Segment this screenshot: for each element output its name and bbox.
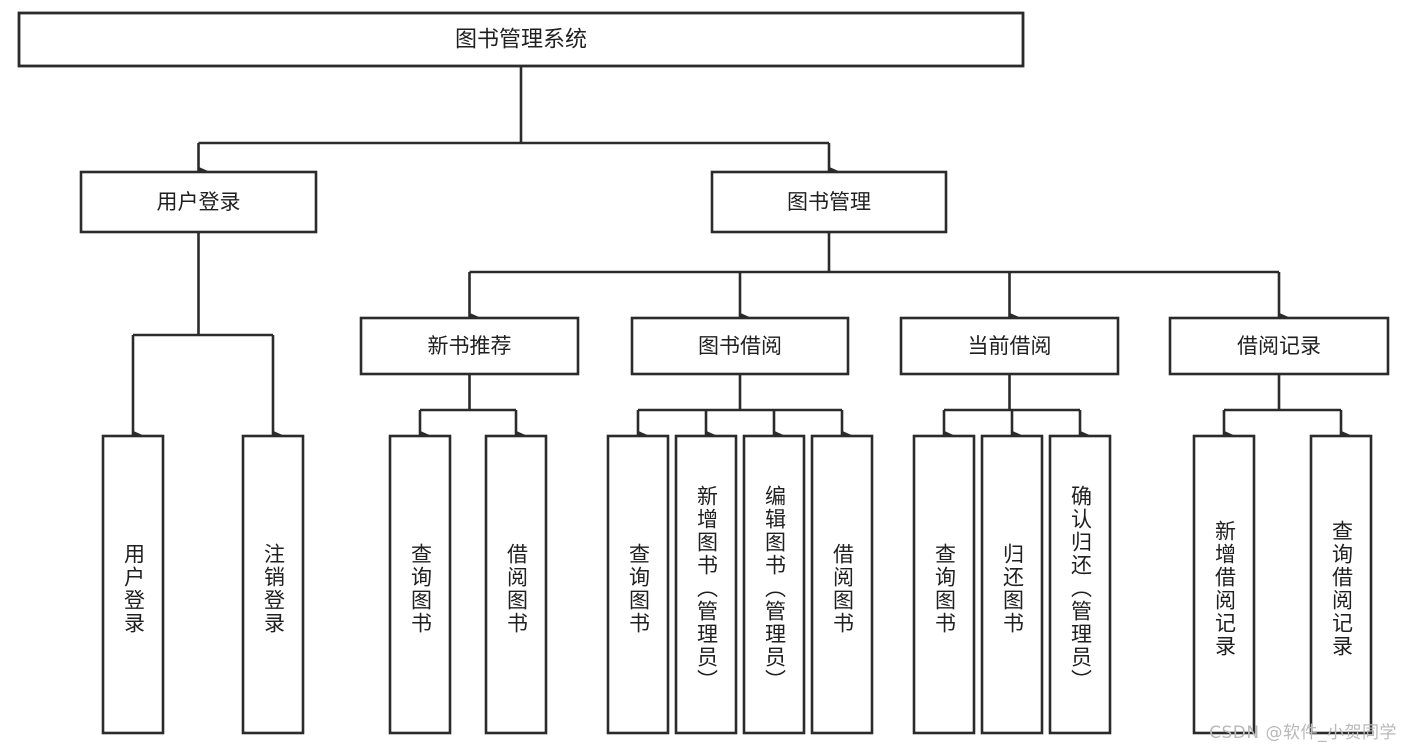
node-leaf-add-book[interactable]	[674, 434, 738, 735]
node-leaf-user-logout[interactable]	[241, 434, 305, 735]
node-label-new-book-recommend: 新书推荐	[428, 334, 512, 358]
node-label-borrow-record: 借阅记录	[1237, 334, 1321, 358]
node-label-root: 图书管理系统	[455, 28, 587, 53]
node-label-book-borrow: 图书借阅	[698, 334, 782, 358]
node-leaf-query-record[interactable]	[1309, 434, 1373, 735]
node-leaf-query-book-3[interactable]	[912, 434, 976, 735]
connector-lines	[131, 66, 1351, 440]
node-boxes	[17, 11, 1390, 735]
node-leaf-borrow-book-1[interactable]	[484, 434, 548, 735]
node-new-book-recommend[interactable]	[359, 316, 580, 376]
node-label-current-borrow: 当前借阅	[968, 334, 1052, 358]
node-label-book-manage: 图书管理	[787, 190, 871, 214]
node-leaf-add-record[interactable]	[1192, 434, 1256, 735]
node-leaf-confirm-return[interactable]	[1048, 434, 1112, 735]
node-leaf-query-book-1[interactable]	[388, 434, 452, 735]
watermark: CSDN @软件_小贺同学	[1209, 723, 1397, 743]
node-leaf-query-book-2[interactable]	[606, 434, 670, 735]
node-book-manage[interactable]	[710, 170, 948, 234]
node-leaf-edit-book[interactable]	[742, 434, 806, 735]
node-book-borrow[interactable]	[630, 316, 850, 376]
node-root-root[interactable]	[17, 11, 1025, 68]
node-borrow-record[interactable]	[1168, 316, 1390, 376]
node-label-user-login: 用户登录	[157, 190, 241, 214]
node-leaf-return-book[interactable]	[980, 434, 1044, 735]
node-leaf-user-login[interactable]	[101, 434, 165, 735]
node-leaf-borrow-book-2[interactable]	[810, 434, 874, 735]
node-user-login[interactable]	[79, 170, 318, 234]
node-current-borrow[interactable]	[899, 316, 1120, 376]
